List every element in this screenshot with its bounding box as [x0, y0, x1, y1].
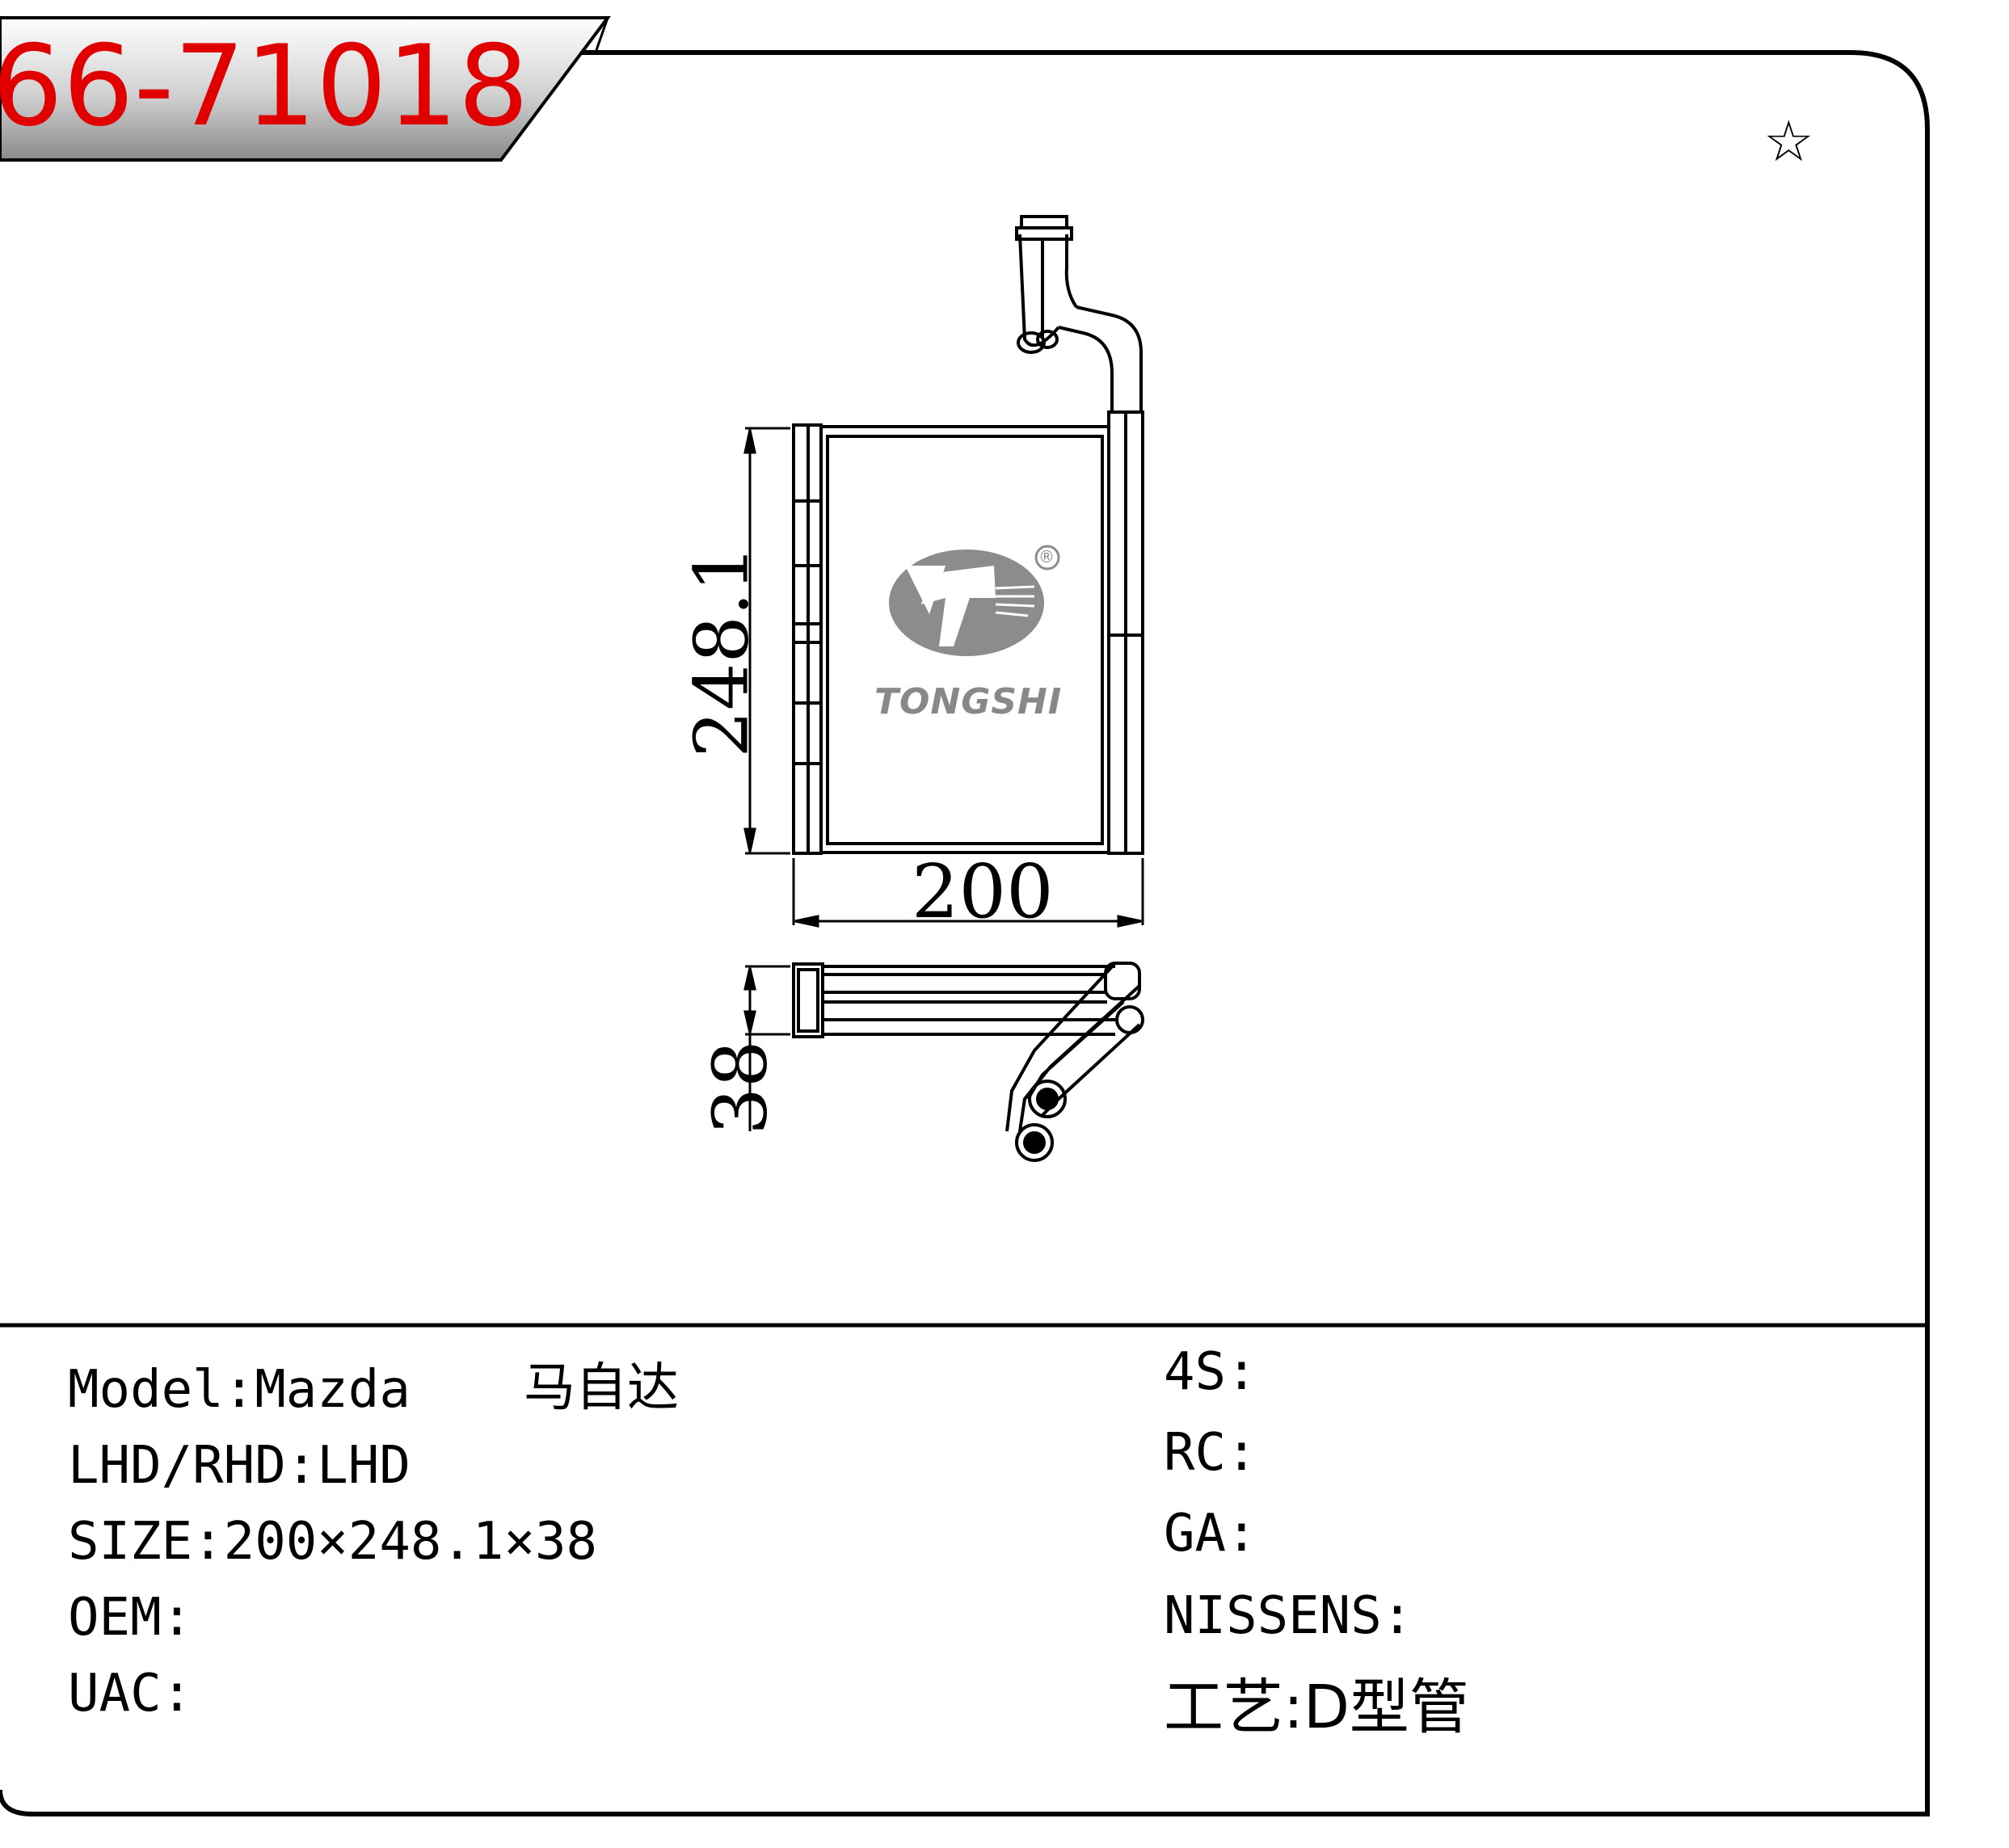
spec-process: 工艺:D型管	[1164, 1678, 1469, 1737]
spec-model: Model:Mazda	[68, 1364, 411, 1416]
spec-model-label: Model:	[68, 1360, 255, 1420]
spec-oem: OEM:	[68, 1592, 192, 1644]
width-dimension-label: 200	[912, 848, 1054, 935]
height-dimension-label: 248.1	[678, 545, 765, 758]
tongshi-logo-icon	[889, 545, 1060, 656]
registered-mark: ®	[1038, 547, 1055, 566]
spec-size-label: SIZE:	[68, 1512, 224, 1572]
spec-lhd-rhd: LHD/RHD:LHD	[68, 1440, 411, 1492]
dimension-lines	[743, 427, 1144, 1131]
spec-nissens: NISSENS:	[1164, 1590, 1413, 1642]
spec-lhd-rhd-value: LHD	[317, 1436, 411, 1496]
frame-border	[0, 50, 1930, 1816]
spec-ga-label: GA:	[1164, 1504, 1257, 1564]
spec-size: SIZE:200×248.1×38	[68, 1516, 597, 1568]
spec-4s: 4S:	[1164, 1346, 1257, 1398]
spec-lhd-rhd-label: LHD/RHD:	[68, 1436, 318, 1496]
heater-core-front-view	[792, 215, 1144, 855]
spec-rc: RC:	[1164, 1427, 1257, 1479]
spec-process-value: D型管	[1303, 1673, 1469, 1742]
part-number: 66-71018	[0, 21, 529, 151]
spec-oem-label: OEM:	[68, 1588, 193, 1648]
heater-core-side-view	[792, 962, 1144, 1162]
spec-process-label: 工艺:	[1164, 1673, 1304, 1742]
depth-dimension-label: 38	[697, 1040, 784, 1135]
spec-size-value: 200×248.1×38	[223, 1512, 598, 1572]
spec-uac-label: UAC:	[68, 1664, 193, 1724]
part-number-tab	[0, 16, 611, 162]
spec-rc-label: RC:	[1164, 1423, 1257, 1483]
spec-4s-label: 4S:	[1164, 1342, 1257, 1402]
spec-ga: GA:	[1164, 1508, 1257, 1560]
spec-nissens-label: NISSENS:	[1164, 1586, 1413, 1646]
spec-model-value: Mazda	[255, 1360, 411, 1420]
spec-model-chinese: 马自达	[524, 1358, 679, 1418]
star-icon: ☆	[1763, 108, 1814, 175]
brand-name: TONGSHI	[874, 681, 1063, 722]
spec-uac: UAC:	[68, 1668, 192, 1720]
